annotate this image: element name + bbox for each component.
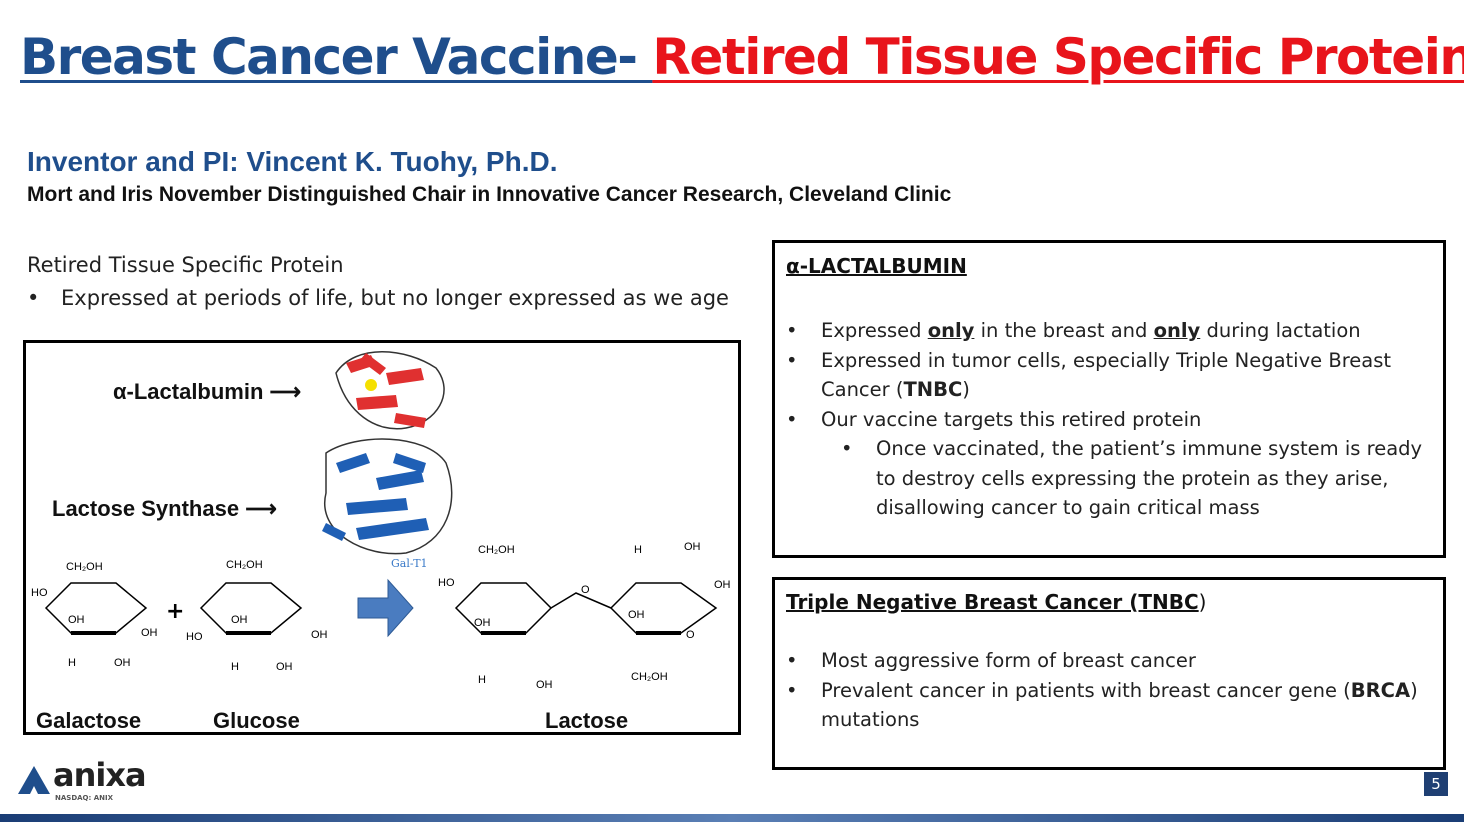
retired-heading: Retired Tissue Specific Protein	[27, 253, 344, 277]
inventor-line: Inventor and PI: Vincent K. Tuohy, Ph.D.	[27, 146, 558, 177]
alpha-lactalbumin-box: α-LACTALBUMIN Expressed only in the brea…	[772, 240, 1446, 558]
svg-text:CH₂OH: CH₂OH	[478, 544, 515, 556]
box-heading: Triple Negative Breast Cancer (TNBC)	[786, 590, 1207, 614]
lactose-label: Lactose	[545, 708, 629, 733]
svg-text:H: H	[68, 657, 76, 669]
list-item: Expressed only in the breast and only du…	[786, 316, 1443, 346]
svg-text:H: H	[478, 674, 486, 686]
svg-text:CH₂OH: CH₂OH	[631, 671, 668, 683]
lactose-synthase-label: Lactose Synthase ⟶	[52, 496, 277, 521]
slide-title: Breast Cancer Vaccine- Retired Tissue Sp…	[20, 28, 1464, 86]
svg-text:OH: OH	[68, 614, 85, 626]
svg-text:CH₂OH: CH₂OH	[226, 559, 263, 571]
svg-text:OH: OH	[231, 614, 248, 626]
svg-text:O: O	[581, 584, 590, 596]
svg-text:H: H	[231, 661, 239, 673]
box-heading: α-LACTALBUMIN	[786, 254, 967, 278]
footer-bar	[0, 814, 1464, 822]
tnbc-bullets: Most aggressive form of breast cancer Pr…	[786, 646, 1443, 735]
svg-text:OH: OH	[311, 629, 328, 641]
protein-structure-image: Gal-T1	[322, 351, 453, 570]
svg-text:OH: OH	[628, 609, 645, 621]
logo-mark-icon	[18, 766, 50, 794]
reaction-arrow-icon	[357, 578, 414, 638]
galactose-label: Galactose	[36, 708, 142, 733]
chair-line: Mort and Iris November Distinguished Cha…	[27, 183, 952, 206]
retired-bullet: •Expressed at periods of life, but no lo…	[27, 286, 729, 310]
glucose-label: Glucose	[213, 708, 300, 733]
svg-text:H: H	[634, 544, 642, 556]
protein-figure: α-Lactalbumin ⟶ Lactose Synthase ⟶ Gal-T…	[23, 340, 741, 735]
svg-text:OH: OH	[141, 627, 158, 639]
svg-text:OH: OH	[114, 657, 131, 669]
svg-text:OH: OH	[536, 679, 553, 691]
svg-text:O: O	[686, 629, 695, 641]
tnbc-box: Triple Negative Breast Cancer (TNBC) Mos…	[772, 577, 1446, 770]
gal-t1-label: Gal-T1	[391, 557, 428, 570]
svg-text:CH₂OH: CH₂OH	[66, 561, 103, 573]
page-number: 5	[1424, 772, 1448, 796]
list-item: Most aggressive form of breast cancer	[786, 646, 1443, 676]
svg-text:HO: HO	[438, 577, 455, 589]
alpha-lactalbumin-label: α-Lactalbumin ⟶	[113, 379, 302, 404]
svg-text:HO: HO	[31, 587, 48, 599]
list-item: Once vaccinated, the patient’s immune sy…	[786, 434, 1443, 523]
lactalbumin-bullets: Expressed only in the breast and only du…	[786, 316, 1443, 523]
list-item: Our vaccine targets this retired protein	[786, 405, 1443, 435]
svg-text:OH: OH	[276, 661, 293, 673]
plus-sign: +	[166, 599, 184, 624]
svg-text:OH: OH	[714, 579, 731, 591]
svg-text:OH: OH	[474, 617, 491, 629]
list-item: Expressed in tumor cells, especially Tri…	[786, 346, 1443, 405]
svg-text:HO: HO	[186, 631, 203, 643]
list-item: Prevalent cancer in patients with breast…	[786, 676, 1443, 735]
svg-text:OH: OH	[684, 541, 701, 553]
